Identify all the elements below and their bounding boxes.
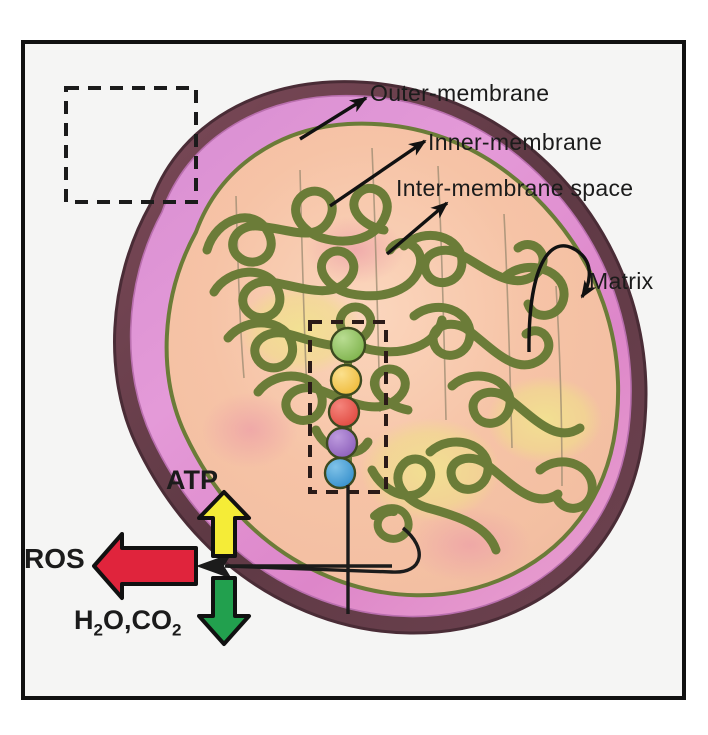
outer-membrane-label: Outer-membrane: [370, 80, 550, 106]
intermembrane-space-label: Inter-membrane space: [396, 175, 634, 201]
matrix-blob-pink-2: [408, 507, 532, 583]
mitochondrion-body: [113, 80, 648, 635]
electron-transport-chain: [323, 326, 367, 490]
intermembrane-space-arrow: [385, 201, 449, 256]
atp-arrow: [197, 490, 251, 558]
atp-label: ATP: [166, 465, 218, 495]
inner-membrane-label: Inner-membrane: [428, 129, 603, 155]
output-curve: [224, 526, 421, 574]
ros-arrow: [92, 532, 198, 600]
crista-knot: [370, 504, 413, 543]
complex-v-sphere: [323, 456, 357, 490]
waste-label-mid: O,CO: [102, 605, 172, 635]
complex-ii-sphere: [329, 363, 363, 397]
waste-label-sub2: 2: [171, 620, 182, 640]
complex-iv-sphere: [325, 426, 359, 460]
ros-line-arrowhead: [196, 553, 232, 579]
waste-label-h: H: [74, 605, 94, 635]
waste-label: H2O,CO2: [74, 605, 181, 640]
outer-membrane-arrow: [299, 96, 368, 141]
matrix-blob-yellow-1: [238, 284, 362, 376]
matrix-arrow: [527, 244, 597, 353]
waste-label-sub1: 2: [93, 620, 103, 640]
matrix-label: Matrix: [589, 268, 654, 294]
cristae-highlight-box: [64, 86, 198, 204]
inner-membrane-arrow: [329, 139, 427, 208]
complex-i-sphere: [329, 326, 367, 364]
matrix-blob-pink-3: [202, 392, 298, 468]
cristae: [202, 184, 597, 555]
ros-flow: [92, 532, 392, 600]
complex-iii-sphere: [327, 395, 361, 429]
label-arrows: [299, 96, 597, 353]
matrix-blob-yellow-3: [487, 376, 603, 464]
ros-label: ROS: [24, 543, 85, 574]
waste-arrow: [197, 576, 251, 646]
